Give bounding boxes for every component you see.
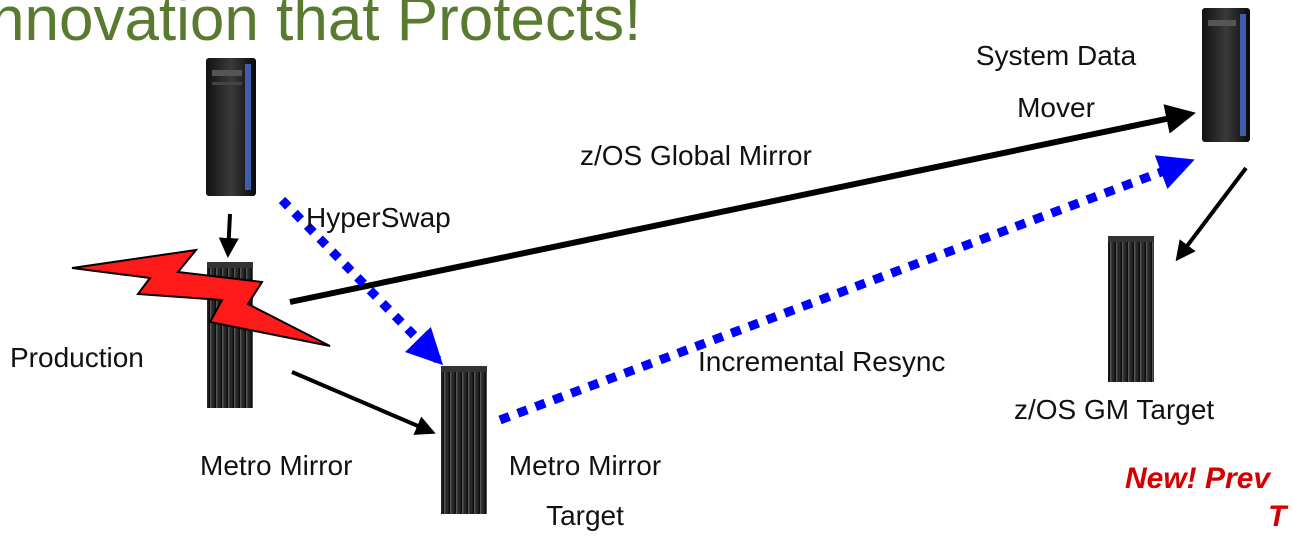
lightning-bolt-icon — [71, 248, 331, 347]
sdm-to-gm-target-arrow — [1175, 166, 1248, 262]
incremental-resync-label: Incremental Resync — [698, 346, 946, 377]
footnote-line2: T — [1268, 500, 1287, 533]
footnote-line1: New! Prev — [1125, 462, 1271, 495]
slide-title: nnovation that Protects! — [0, 0, 642, 54]
hyperswap-arrow — [278, 196, 444, 366]
metro-mirror-arrow — [291, 370, 436, 435]
system-data-mover-label-line1: System Data — [975, 40, 1137, 71]
zos-global-mirror-label: z/OS Global Mirror — [580, 140, 812, 171]
hyperswap-label: HyperSwap — [306, 202, 451, 233]
system-data-mover-label-line2: Mover — [1017, 92, 1095, 123]
zos-global-mirror-arrow — [289, 104, 1196, 305]
metro-mirror-target-storage-icon — [441, 366, 487, 514]
production-label: Production — [10, 342, 144, 373]
metro-mirror-target-label-line1: Metro Mirror — [508, 450, 662, 481]
production-host-server-icon — [206, 58, 256, 196]
metro-mirror-target-label-line2: Target — [546, 500, 624, 531]
incremental-resync-arrow — [498, 155, 1195, 425]
zos-gm-target-label: z/OS GM Target — [1014, 394, 1215, 425]
metro-mirror-label: Metro Mirror — [200, 450, 353, 481]
system-data-mover-server-icon — [1202, 8, 1250, 142]
zos-gm-target-storage-icon — [1108, 236, 1154, 382]
host-to-production-arrow — [218, 213, 239, 258]
